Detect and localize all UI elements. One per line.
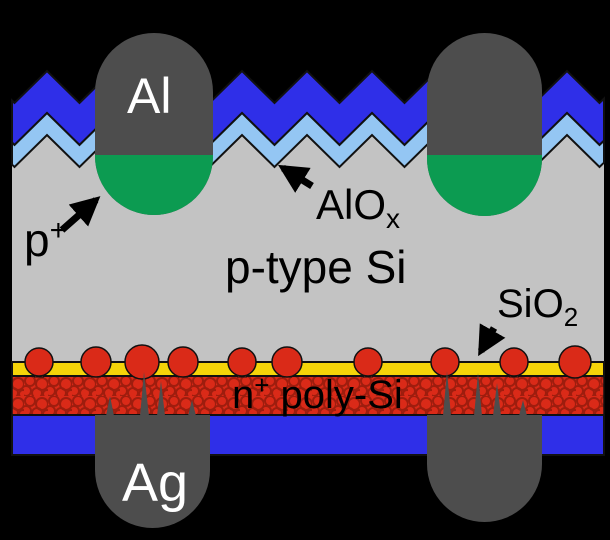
alox-arrow — [278, 164, 314, 193]
al-contact-right — [427, 33, 542, 216]
al-contact-left — [95, 33, 213, 215]
sio2-arrow — [477, 323, 506, 357]
poly-si-bumps — [24, 344, 592, 380]
ag-contact-left — [95, 372, 210, 528]
sio2-label: SiO2 — [497, 282, 578, 332]
ag-contact-right — [427, 371, 542, 522]
p-plus-arrow — [59, 196, 101, 233]
alox-label: AlOx — [316, 181, 400, 234]
p-type-si-label: p-type Si — [225, 241, 407, 293]
ag-spikes-right — [443, 371, 527, 416]
ag-label: Ag — [122, 453, 188, 513]
al-label: Al — [127, 68, 171, 124]
n-poly-si-label: n+ poly-Si — [232, 370, 403, 417]
ag-spikes-left — [106, 372, 196, 416]
p-plus-label: p+ — [24, 214, 67, 266]
